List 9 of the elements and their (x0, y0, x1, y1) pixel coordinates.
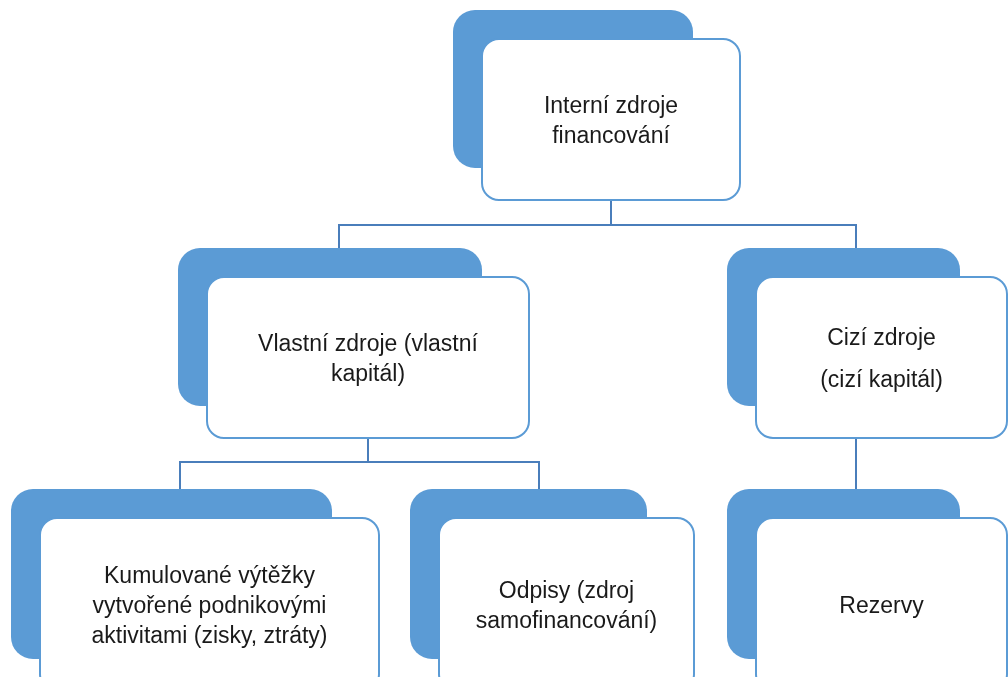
node-text: Cizí zdroje (827, 322, 936, 352)
node-text: Interní zdroje financování (542, 90, 680, 150)
node-text: Kumulované výtěžky vytvořené podnikovými aktivitami (zisky, ztráty) (90, 560, 329, 650)
connector-line (610, 200, 857, 249)
connector-line (855, 438, 857, 490)
node-text: (cizí kapitál) (820, 364, 943, 394)
node-text: Odpisy (zdroj samofinancování) (474, 575, 659, 635)
node-text: Rezervy (839, 590, 924, 620)
node-text: Vlastní zdroje (vlastní kapitál) (257, 328, 479, 388)
